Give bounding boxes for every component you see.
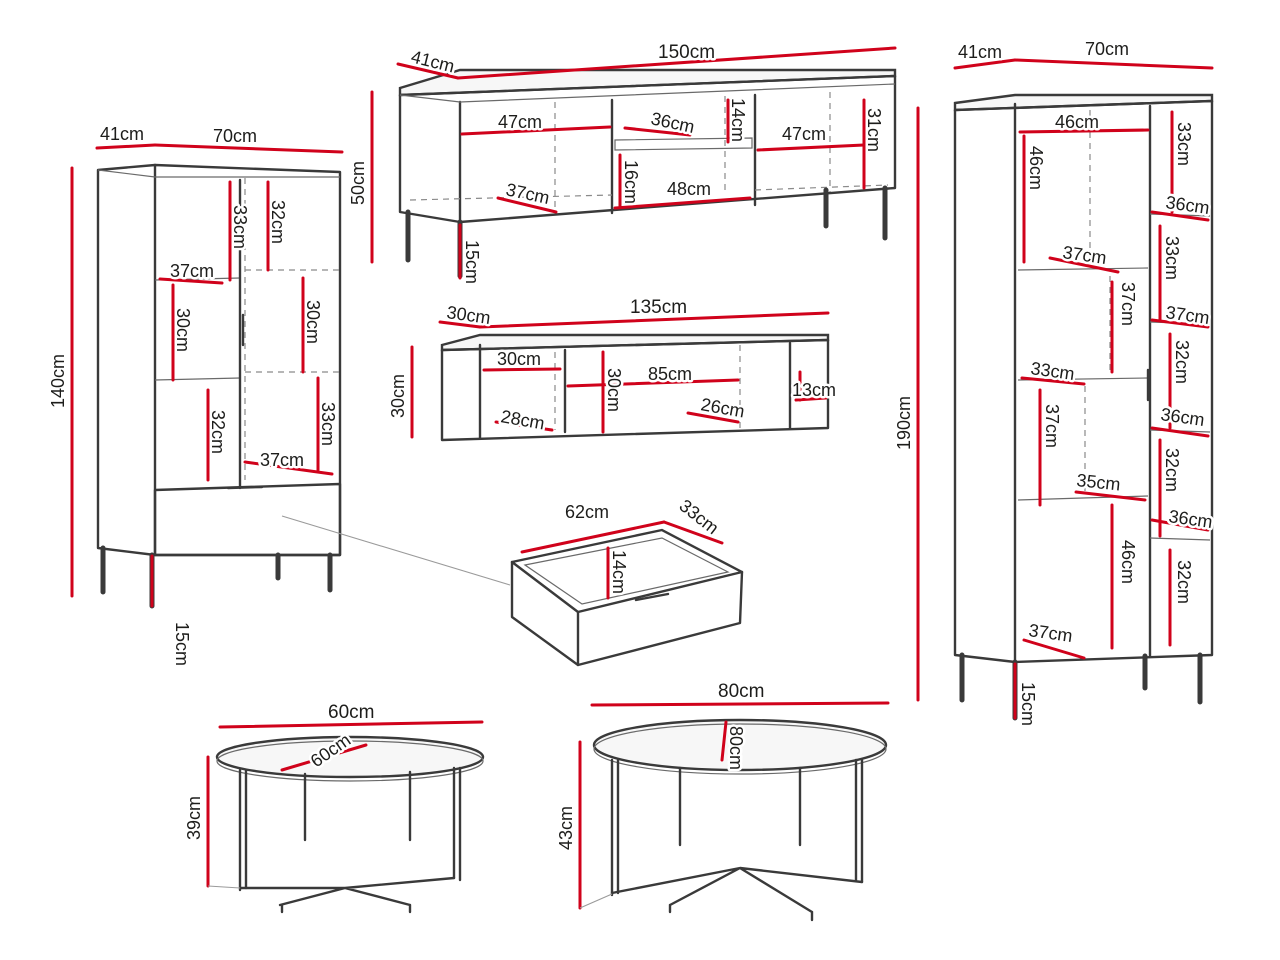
tv-shelf-right-h-label: 31cm	[864, 108, 884, 152]
tv-center-upper-h-label: 14cm	[728, 98, 748, 142]
cab190-side-8-label: 36cm	[1167, 506, 1213, 532]
cab190-shelf-3-d-label: 35cm	[1076, 470, 1122, 494]
wall-shelf-135: 30cm 135cm 30cm 30cm 28cm 85cm 30cm 26cm…	[386, 295, 839, 442]
drawer-depth-label: 33cm	[676, 495, 723, 538]
cabinet140-lower-right-h-label: 33cm	[318, 402, 338, 446]
cabinet140-height-label: 140cm	[48, 354, 68, 408]
cabinet140-mid-right-h-label: 30cm	[303, 300, 323, 344]
cab190-depth-label: 41cm	[958, 42, 1002, 62]
table80-diameter-label: 80cm	[726, 726, 746, 770]
cabinet140-shelf-depth-label: 37cm	[170, 261, 214, 281]
cab190-top-h-label: 46cm	[1026, 146, 1046, 190]
tv-shelf-right-w-label: 47cm	[782, 124, 826, 144]
cab190-mid-h-1-label: 37cm	[1118, 282, 1138, 326]
shelf-right-h-label: 13cm	[792, 380, 836, 400]
cabinet140-upper-right-h-label: 32cm	[268, 200, 288, 244]
cab190-width-label: 70cm	[1085, 39, 1129, 59]
tv-width-label: 150cm	[658, 42, 715, 63]
cabinet140-mid-left-h-label: 30cm	[173, 308, 193, 352]
table80-height-label: 43cm	[556, 806, 576, 850]
coffee-table-60: 60cm 60cm 39cm	[182, 700, 485, 914]
drawer: 62cm 33cm 14cm	[510, 493, 744, 667]
cabinet140-upper-left-h-label: 33cm	[230, 205, 250, 249]
cab190-shelf-1-d-label: 37cm	[1061, 242, 1107, 268]
shelf-left-d-label: 28cm	[499, 406, 546, 433]
cab190-side-7-label: 32cm	[1162, 448, 1182, 492]
cabinet140-legs-label: 15cm	[172, 622, 192, 666]
coffee-table-80: 80cm 80cm 43cm	[554, 679, 890, 922]
cab190-legs-label: 15cm	[1018, 682, 1038, 726]
table80-width-label: 80cm	[718, 681, 764, 702]
drawer-width-label: 62cm	[565, 502, 609, 522]
cabinet-140: 41cm 70cm 140cm 15cm 33cm 32cm 37cm 30cm…	[46, 122, 511, 669]
cabinet140-lower-left-h-label: 32cm	[208, 410, 228, 454]
tv-shelf-left-w-label: 47cm	[498, 112, 542, 132]
tv-height-label: 50cm	[348, 161, 368, 205]
table60-width-label: 60cm	[328, 702, 374, 723]
cab190-side-1-label: 33cm	[1174, 122, 1194, 166]
cab190-side-5-label: 32cm	[1172, 340, 1192, 384]
cab190-mid-h-2-label: 37cm	[1042, 404, 1062, 448]
cabinet-190: 41cm 70cm 190cm 15cm 46cm 46cm 33cm 36cm…	[892, 37, 1217, 729]
shelf-height-label: 30cm	[388, 374, 408, 418]
cab190-side-3-label: 33cm	[1162, 236, 1182, 280]
shelf-width-label: 135cm	[630, 297, 687, 318]
shelf-center-h-label: 30cm	[604, 368, 624, 412]
cab190-top-w-label: 46cm	[1055, 112, 1099, 132]
cabinet140-lower-depth-label: 37cm	[260, 450, 304, 470]
cabinet140-width-label: 70cm	[213, 126, 257, 146]
tv-center-lower-w-label: 48cm	[667, 179, 711, 199]
cab190-side-6-label: 36cm	[1159, 404, 1205, 430]
tv-stand-150: 41cm 150cm 50cm 15cm 47cm 37cm 36cm 14cm…	[346, 40, 897, 287]
drawer-height-label: 14cm	[609, 550, 629, 594]
cab190-bottom-h-label: 46cm	[1118, 540, 1138, 584]
cab190-side-9-label: 32cm	[1174, 560, 1194, 604]
tv-legs-label: 15cm	[462, 240, 482, 284]
cab190-side-4-label: 37cm	[1164, 302, 1210, 328]
shelf-left-w-label: 30cm	[497, 349, 541, 369]
cab190-height-label: 190cm	[894, 396, 914, 450]
tv-center-lower-h-label: 16cm	[621, 160, 641, 204]
tv-shelf-left-d-label: 37cm	[504, 179, 551, 208]
shelf-center-w-label: 85cm	[648, 364, 692, 384]
table60-height-label: 39cm	[184, 796, 204, 840]
cabinet140-depth-label: 41cm	[100, 124, 144, 144]
